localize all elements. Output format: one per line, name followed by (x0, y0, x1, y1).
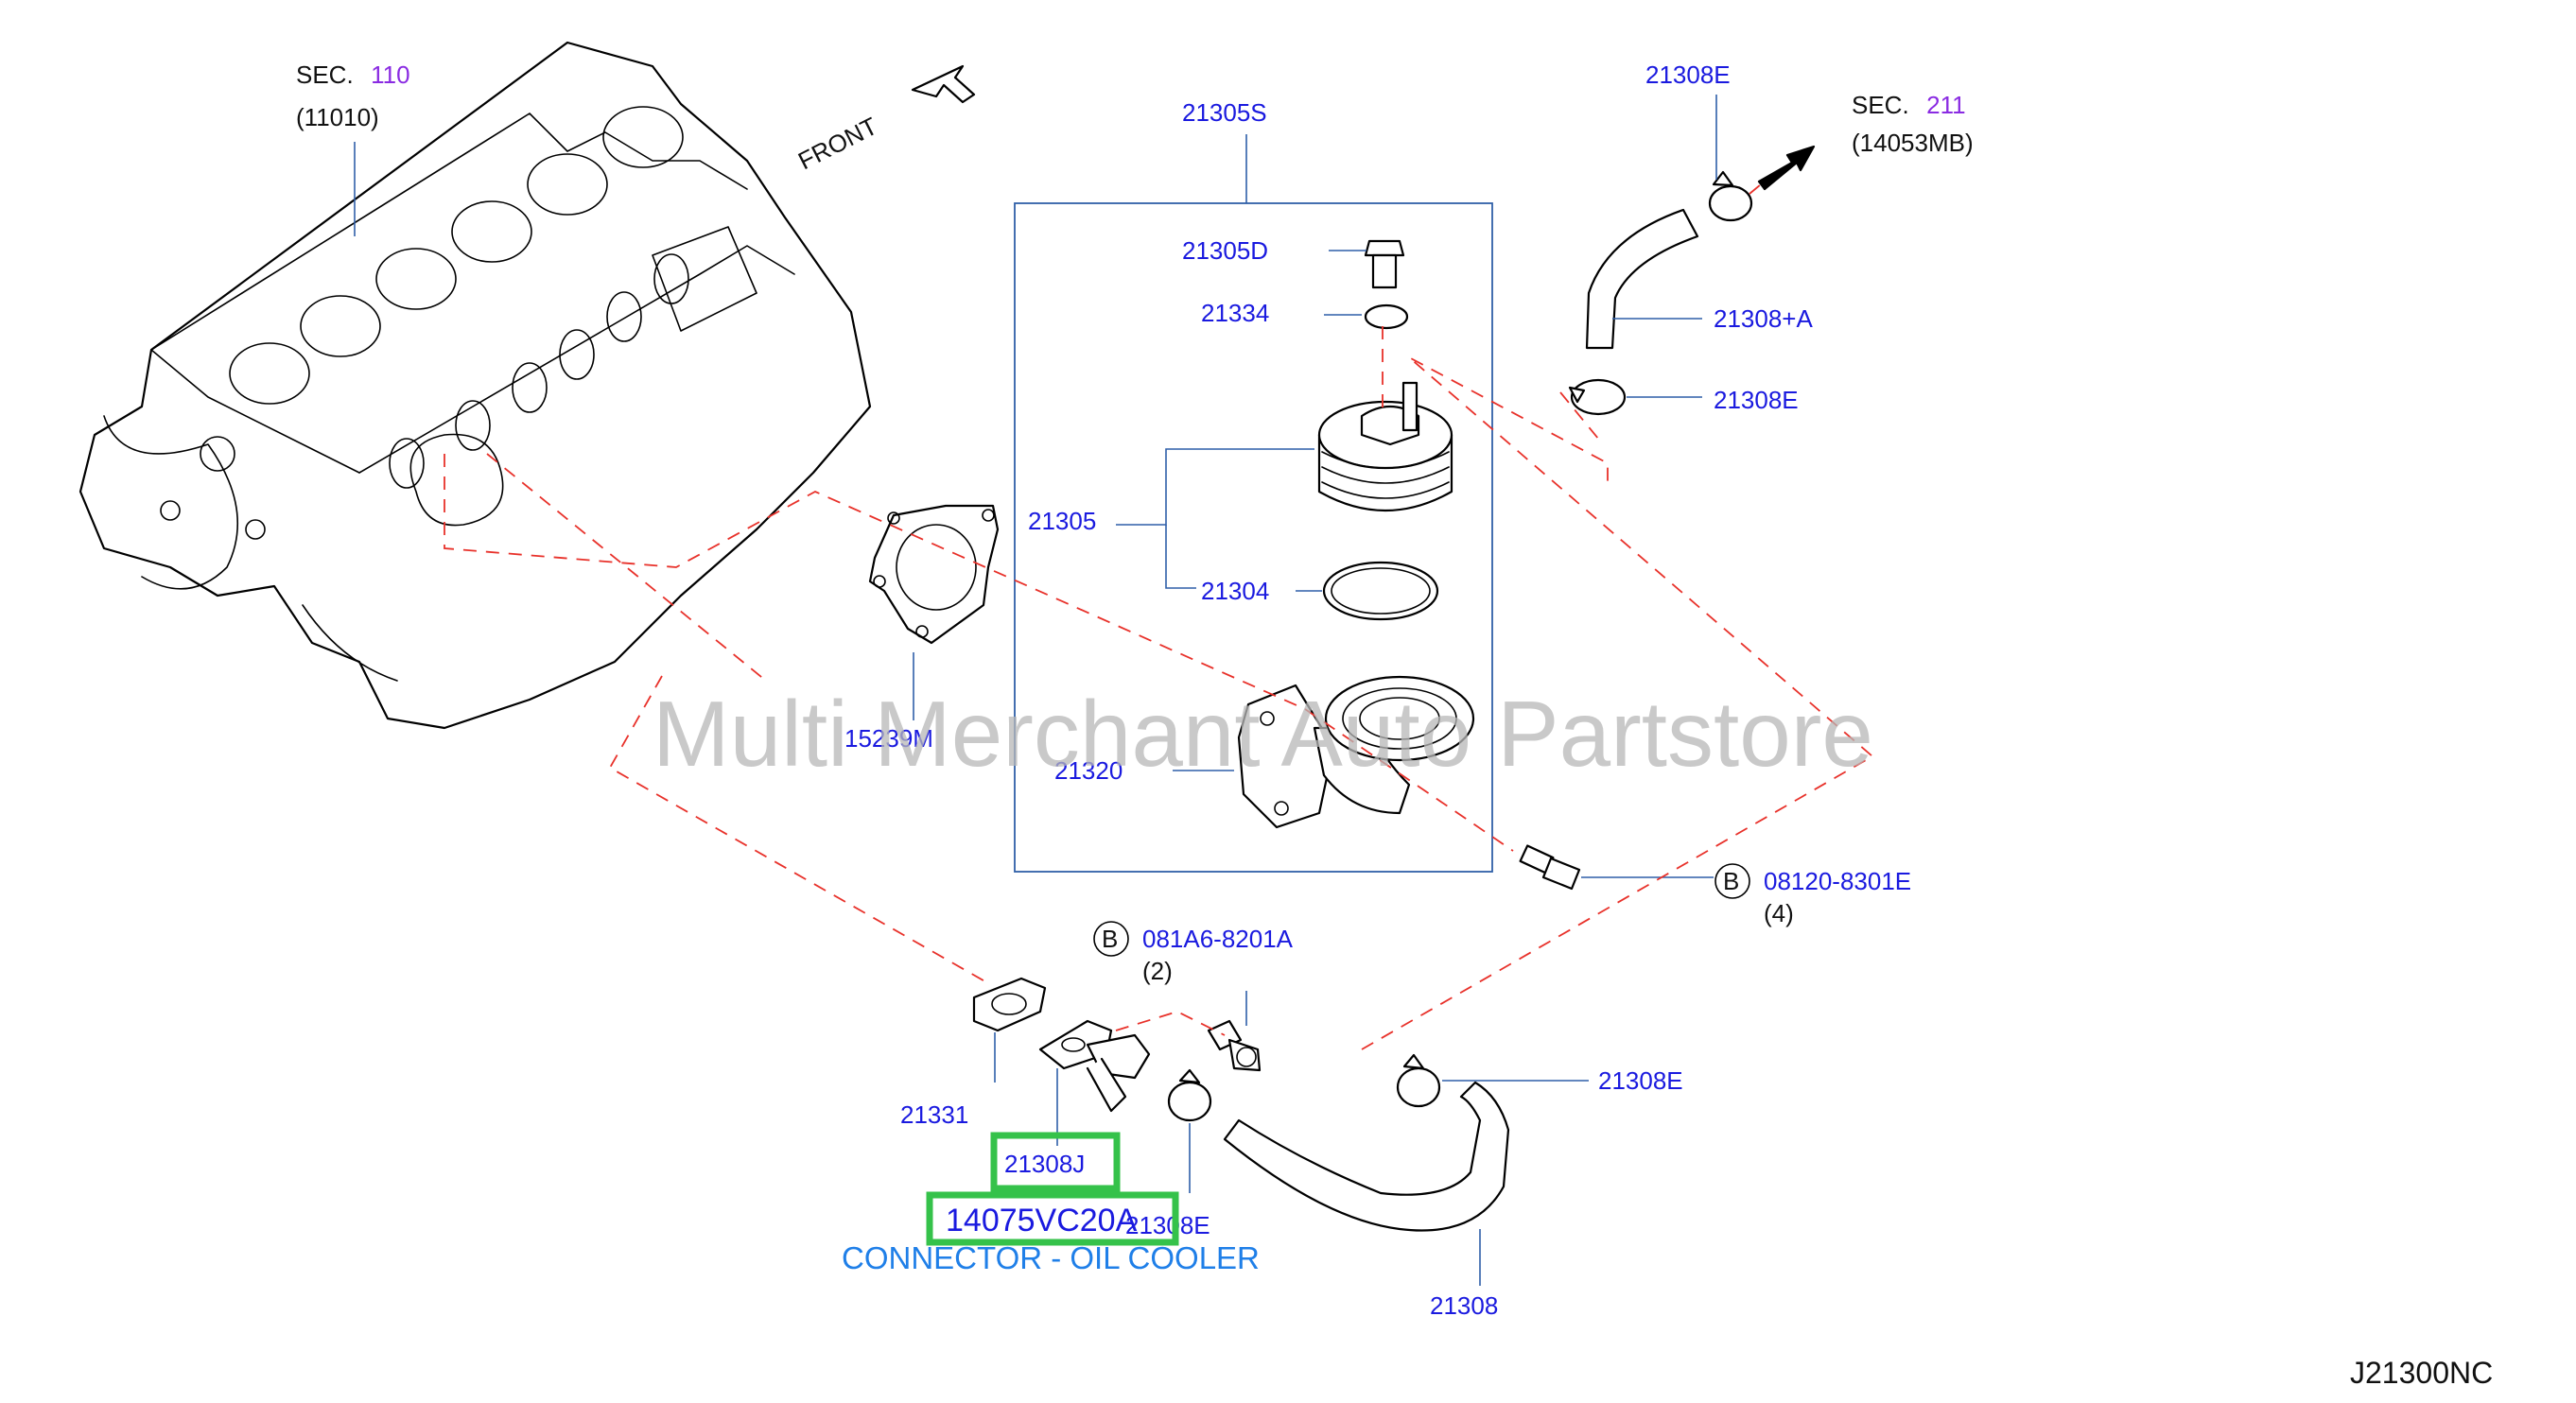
oil-cooler-assembly-box (1014, 202, 1493, 873)
part-21308-label: 21308 (1430, 1291, 1498, 1320)
part-number-14075VC20A: 14075VC20A (946, 1203, 1138, 1238)
part-21331-label: 21331 (900, 1100, 968, 1129)
bolt-081A6-8201A (1207, 1019, 1262, 1072)
part-14053MB-label: (14053MB) (1852, 129, 1974, 157)
highlight-box-21308J (990, 1132, 1121, 1192)
clamp-21308E-top (1708, 170, 1753, 222)
engine-block (78, 41, 872, 730)
part-21304-label: 21304 (1201, 577, 1269, 605)
sec-211-label: SEC. 211 (1852, 91, 1966, 119)
part-21308E-mid-label: 21308E (1714, 386, 1799, 414)
part-21308E-bottom-label: 21308E (1125, 1211, 1210, 1239)
highlight-box-part-number (926, 1191, 1179, 1246)
part-11010-label: (11010) (296, 103, 379, 131)
gasket-21331 (972, 977, 1047, 1032)
part-081A6-8201A-label: 081A6-8201A (1142, 925, 1294, 953)
clamp-21308E-right (1396, 1053, 1441, 1108)
part-21308E-top-label: 21308E (1645, 61, 1731, 89)
b-mark-right-circle (1714, 863, 1750, 899)
part-21308E-right-label: 21308E (1598, 1066, 1683, 1095)
watermark: Multi Merchant Auto Partstore (653, 682, 1873, 786)
b-mark-left-circle (1093, 921, 1129, 957)
part-21305D-label: 21305D (1182, 236, 1268, 265)
part-21308A-label: 21308+A (1714, 304, 1813, 333)
alignment-lines (444, 326, 1874, 1050)
bolt-08120-8301E (1519, 844, 1581, 891)
front-label: FRONT (793, 112, 882, 175)
gasket-15239M (868, 504, 1000, 645)
clamp-21308E-bottom (1167, 1068, 1212, 1122)
connector-21308J (1038, 1019, 1151, 1113)
oil-cooler-21305 (1317, 381, 1453, 511)
sec-211-arrow (1757, 145, 1816, 191)
bolt-21305D (1364, 239, 1405, 289)
part-15239M-label: 15239M (844, 724, 933, 753)
b-mark-left: B (1102, 925, 1118, 953)
part-08120-8301E-label: 08120-8301E (1764, 867, 1911, 895)
part-21305-label: 21305 (1028, 507, 1096, 535)
o-ring-21304 (1322, 561, 1439, 621)
part-21308J-label: 21308J (1004, 1150, 1085, 1178)
clamp-21308E-mid (1568, 378, 1627, 416)
qty-2-label: (2) (1142, 957, 1173, 985)
hose-21308A (1585, 208, 1699, 350)
part-21334-label: 21334 (1201, 299, 1269, 327)
washer-21334 (1364, 303, 1409, 330)
sec-110-label: SEC. 110 (296, 61, 410, 89)
b-mark-right: B (1723, 867, 1739, 895)
part-21320-label: 21320 (1054, 756, 1123, 785)
hose-21308 (1223, 1081, 1510, 1232)
housing-21320 (1237, 675, 1475, 829)
part-21305S-label: 21305S (1182, 98, 1267, 127)
front-arrow: FRONT (793, 64, 976, 175)
connector-caption: CONNECTOR - OIL COOLER (842, 1240, 1260, 1275)
qty-4-label: (4) (1764, 899, 1794, 927)
diagram-code: J21300NC (2350, 1356, 2493, 1390)
